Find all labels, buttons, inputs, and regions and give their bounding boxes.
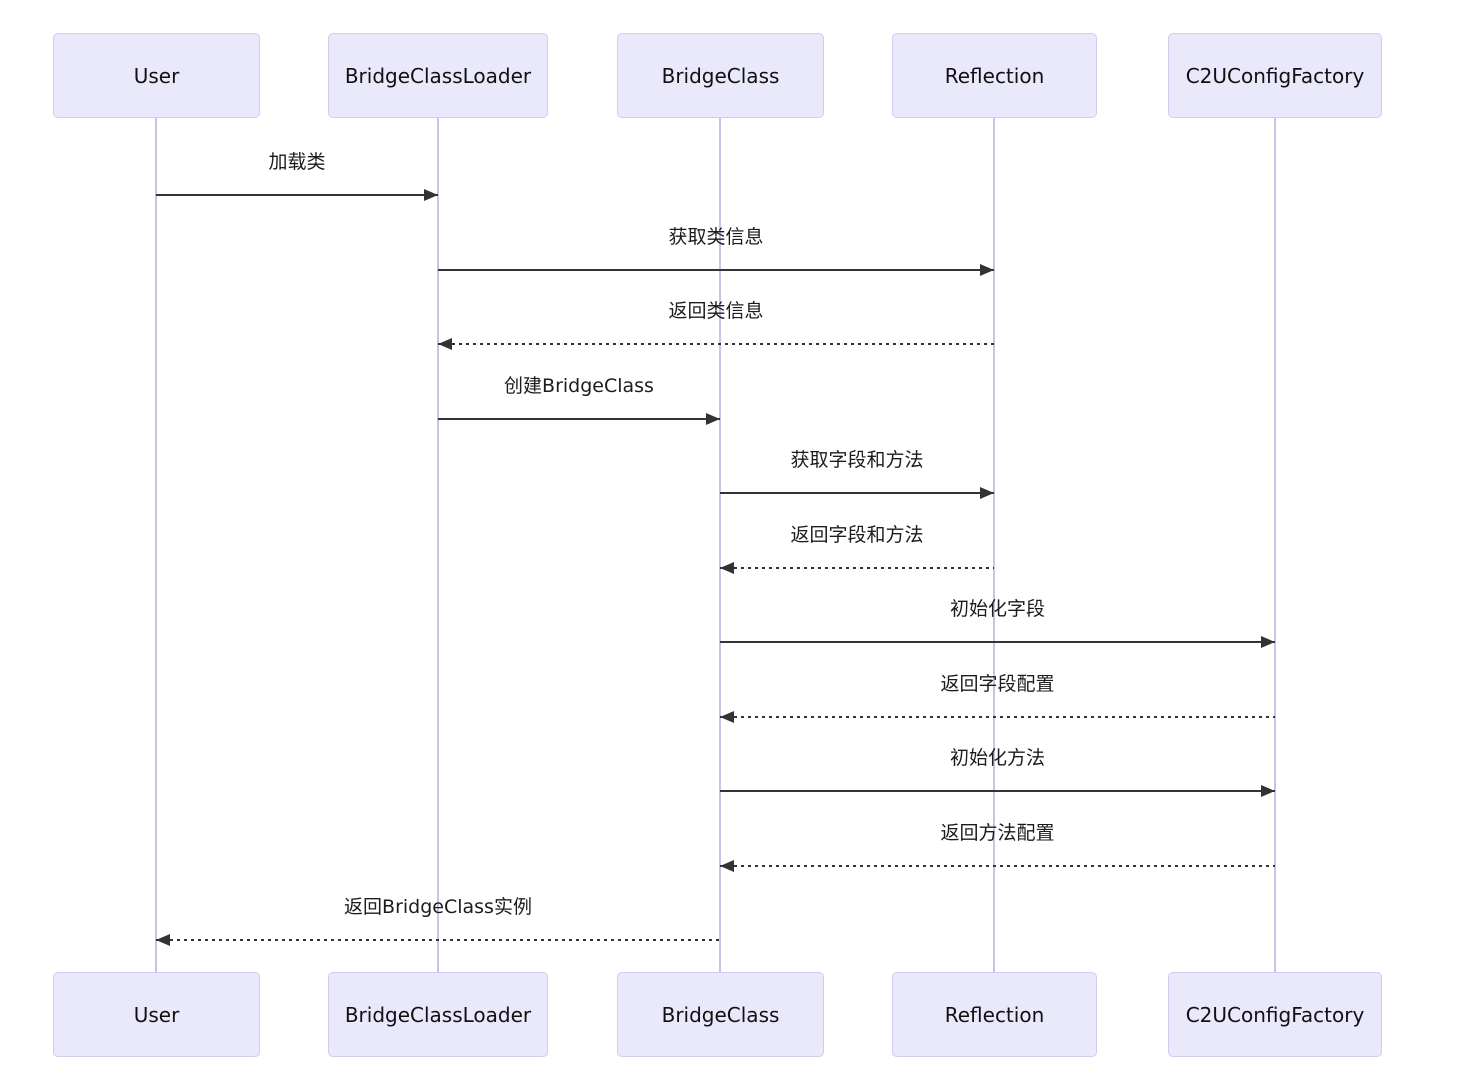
message-label: 初始化方法	[949, 747, 1045, 769]
arrow-left-icon	[720, 711, 734, 723]
arrow-left-icon	[438, 338, 452, 350]
actor-label: BridgeClass	[661, 63, 780, 88]
message-label: 获取类信息	[668, 226, 764, 248]
arrow-right-icon	[424, 189, 438, 201]
lifeline-bridge-class	[719, 118, 721, 972]
lifeline-c2u-config-factory	[1274, 118, 1276, 972]
message-label: 返回类信息	[668, 300, 764, 322]
message-line	[720, 860, 1275, 872]
message-return-method-config: 返回方法配置	[720, 821, 1275, 872]
actor-label: BridgeClass	[661, 1002, 780, 1027]
message-init-fields: 初始化字段	[720, 597, 1275, 648]
arrow-left-icon	[720, 860, 734, 872]
message-label: 创建BridgeClass	[504, 375, 654, 397]
actor-label: C2UConfigFactory	[1185, 63, 1365, 88]
message-label: 获取字段和方法	[790, 449, 924, 471]
actor-top-c2u-config-factory: C2UConfigFactory	[1168, 33, 1382, 118]
message-return-fields-methods: 返回字段和方法	[720, 523, 994, 574]
arrow-right-icon	[1261, 785, 1275, 797]
lifeline-user	[155, 118, 157, 972]
message-line	[720, 711, 1275, 723]
arrow-right-icon	[980, 264, 994, 276]
actor-top-bridge-class-loader: BridgeClassLoader	[328, 33, 548, 118]
actor-label: BridgeClassLoader	[344, 1002, 532, 1027]
actor-label: C2UConfigFactory	[1185, 1002, 1365, 1027]
message-label: 返回BridgeClass实例	[344, 896, 532, 918]
message-line	[438, 413, 720, 425]
actor-label: User	[133, 1002, 180, 1027]
message-init-methods: 初始化方法	[720, 746, 1275, 797]
message-get-fields-methods: 获取字段和方法	[720, 448, 994, 499]
actor-bottom-bridge-class: BridgeClass	[617, 972, 824, 1057]
arrow-left-icon	[156, 934, 170, 946]
message-label: 加载类	[268, 151, 326, 173]
message-line	[720, 487, 994, 499]
actor-bottom-c2u-config-factory: C2UConfigFactory	[1168, 972, 1382, 1057]
arrow-right-icon	[1261, 636, 1275, 648]
actor-top-reflection: Reflection	[892, 33, 1097, 118]
message-line	[156, 934, 720, 946]
lifeline-bridge-class-loader	[437, 118, 439, 972]
message-line	[720, 562, 994, 574]
actor-label: Reflection	[944, 1002, 1045, 1027]
message-label: 返回方法配置	[940, 822, 1055, 844]
actor-label: BridgeClassLoader	[344, 63, 532, 88]
arrow-right-icon	[706, 413, 720, 425]
message-load-class: 加载类	[156, 150, 438, 201]
message-get-class-info: 获取类信息	[438, 225, 994, 276]
lifeline-reflection	[993, 118, 995, 972]
actor-top-bridge-class: BridgeClass	[617, 33, 824, 118]
actor-bottom-user: User	[53, 972, 260, 1057]
arrow-left-icon	[720, 562, 734, 574]
message-line	[438, 338, 994, 350]
actor-bottom-bridge-class-loader: BridgeClassLoader	[328, 972, 548, 1057]
message-label: 返回字段配置	[940, 673, 1055, 695]
message-line	[156, 189, 438, 201]
actor-label: User	[133, 63, 180, 88]
message-return-class-info: 返回类信息	[438, 299, 994, 350]
message-label: 初始化字段	[949, 598, 1045, 620]
message-return-field-config: 返回字段配置	[720, 672, 1275, 723]
actor-top-user: User	[53, 33, 260, 118]
actor-label: Reflection	[944, 63, 1045, 88]
message-label: 返回字段和方法	[790, 524, 924, 546]
arrow-right-icon	[980, 487, 994, 499]
message-line	[720, 636, 1275, 648]
message-return-bridge-class-instance: 返回BridgeClass实例	[156, 895, 720, 946]
actor-bottom-reflection: Reflection	[892, 972, 1097, 1057]
message-create-bridge-class: 创建BridgeClass	[438, 374, 720, 425]
message-line	[438, 264, 994, 276]
message-line	[720, 785, 1275, 797]
